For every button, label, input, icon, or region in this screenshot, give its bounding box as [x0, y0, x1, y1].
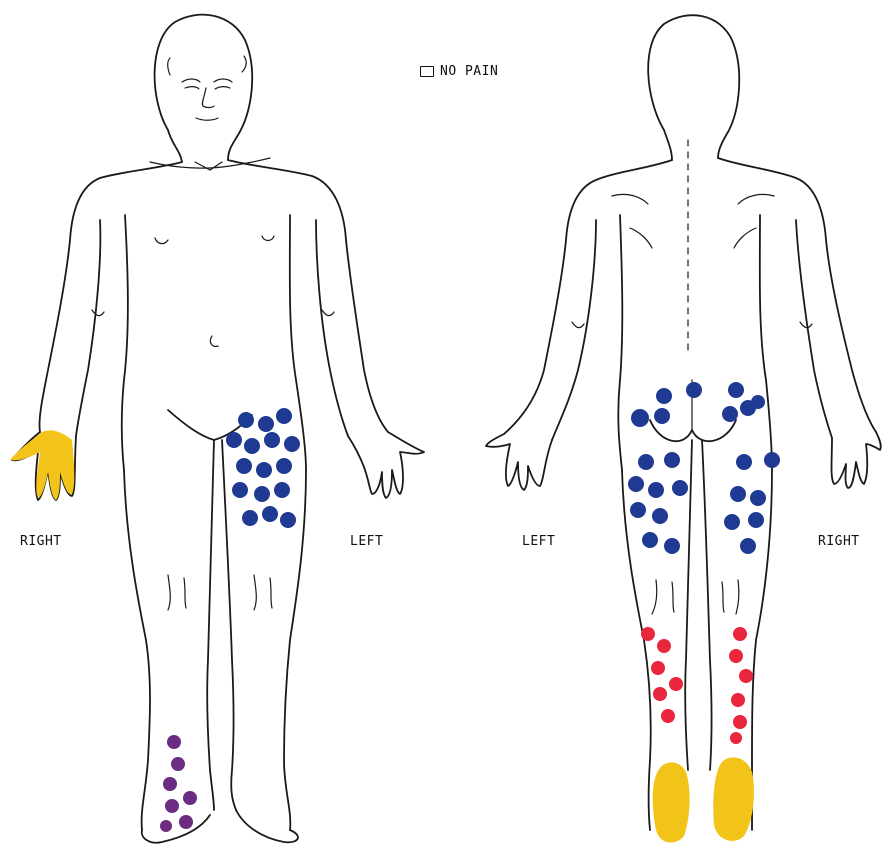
yellow-pain-right-hand	[10, 430, 74, 500]
front-mouth	[196, 118, 218, 120]
back-left-label: LEFT	[522, 534, 555, 549]
front-eyes	[182, 79, 232, 82]
back-head	[648, 15, 739, 158]
front-nose	[202, 88, 214, 108]
red-pain-back-calves	[641, 627, 753, 744]
purple-pain-front-right-shin	[160, 735, 197, 832]
blue-pain-front-left-thigh	[226, 408, 300, 528]
front-left-label: LEFT	[350, 534, 383, 549]
back-left-hand	[486, 434, 552, 490]
back-right-label: RIGHT	[818, 534, 860, 549]
front-figure	[12, 15, 424, 843]
front-left-hand	[348, 432, 424, 498]
back-shoulder-blades	[612, 194, 774, 204]
front-navel	[210, 336, 218, 346]
back-right-hand	[832, 432, 881, 488]
no-pain-checkbox-icon	[420, 66, 434, 77]
yellow-pain-left-foot-sole	[653, 762, 690, 842]
front-legs	[124, 470, 150, 830]
yellow-pain-right-foot-sole	[713, 757, 754, 840]
back-figure	[486, 15, 881, 830]
front-right-label: RIGHT	[20, 534, 62, 549]
front-chest	[155, 236, 274, 244]
front-feet	[142, 815, 210, 843]
front-torso	[39, 162, 182, 432]
no-pain-label: NO PAIN	[440, 64, 498, 79]
back-legs	[622, 470, 651, 830]
legend-no-pain: NO PAIN	[420, 64, 498, 79]
front-head	[155, 15, 253, 160]
